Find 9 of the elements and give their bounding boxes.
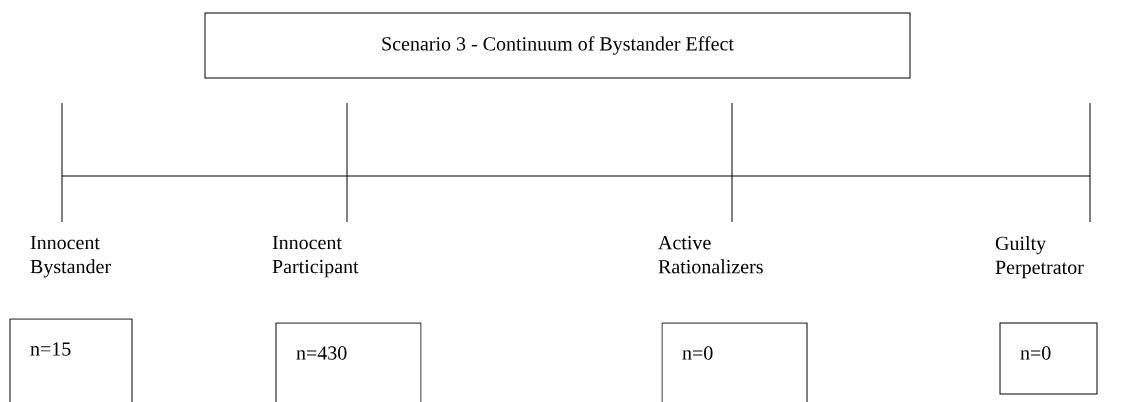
category-label: Innocent Bystander [30,236,111,278]
count-box: n=15 [9,318,133,402]
category-label: Active Rationalizers [658,236,763,274]
category-label: Innocent Participant [272,236,359,278]
count-box: n=0 [999,322,1098,395]
category-label: Guilty Perpetrator [995,236,1084,279]
count-box: n=0 [661,322,808,402]
title-box: Scenario 3 - Continuum of Bystander Effect [204,12,911,79]
count-box: n=430 [275,322,422,402]
